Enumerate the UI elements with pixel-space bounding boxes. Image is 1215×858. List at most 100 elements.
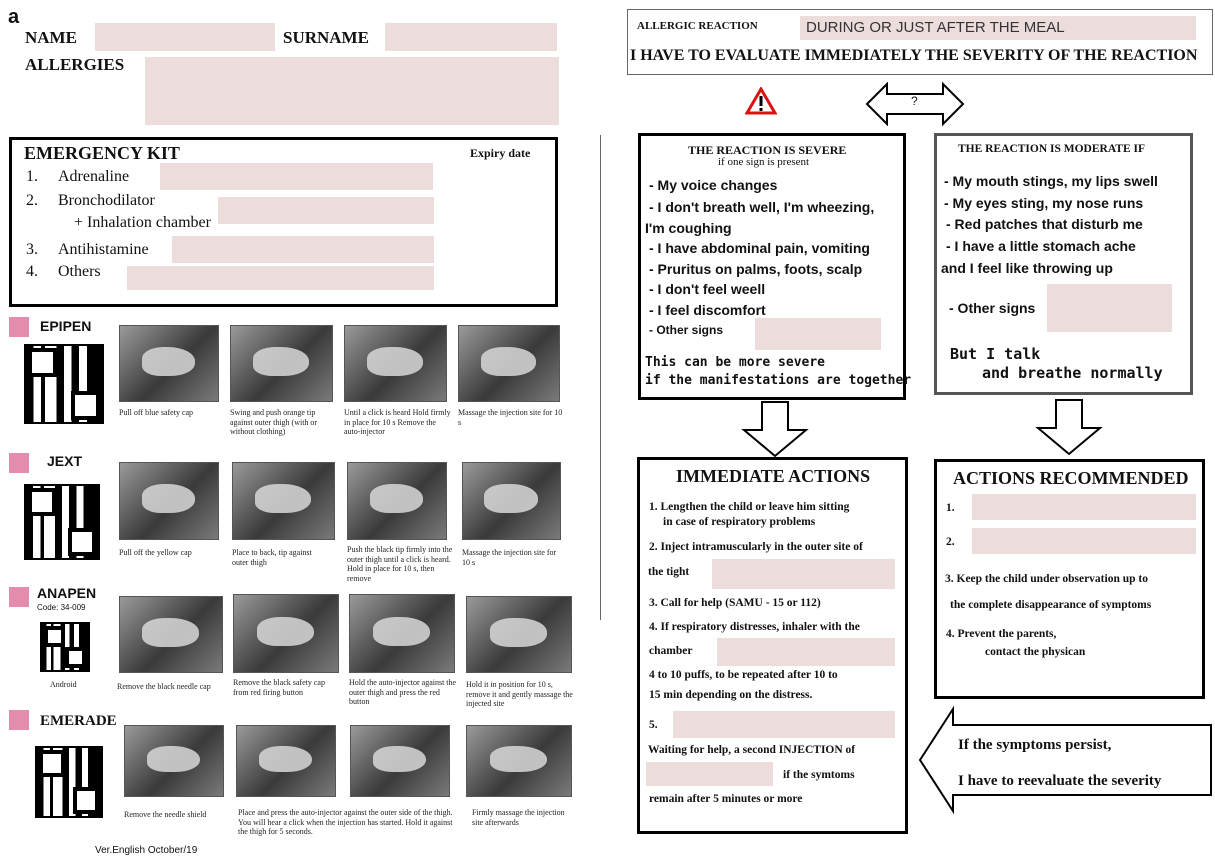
left-arrow-persist (918, 705, 1212, 815)
epipen-checkbox[interactable] (9, 317, 29, 337)
epipen-qr-code (24, 344, 104, 424)
jext-photo-4 (462, 462, 561, 540)
anapen-checkbox[interactable] (9, 587, 29, 607)
epipen-photo-2 (230, 325, 333, 402)
moderate-sign-4b: and I feel like throwing up (941, 260, 1113, 276)
recommended-line-4: 4. Prevent the parents, (946, 628, 1057, 640)
actions-recommended-box (934, 459, 1205, 699)
moderate-other-signs-field[interactable] (1047, 284, 1172, 332)
kit-item-1-label: Adrenaline (58, 168, 130, 185)
recommended-title: ACTIONS RECOMMENDED (953, 468, 1189, 488)
recommended-line-4b: contact the physican (985, 646, 1086, 658)
emerade-qr-code (35, 746, 103, 818)
injection-field[interactable] (712, 559, 895, 589)
others-field[interactable] (127, 266, 434, 290)
name-field[interactable] (95, 23, 275, 51)
expiry-label: Expiry date (470, 146, 531, 160)
persist-line-2: I have to reevaluate the severity (958, 773, 1162, 789)
reaction-timing-value: DURING OR JUST AFTER THE MEAL (806, 19, 1065, 36)
adrenaline-field[interactable] (160, 163, 433, 190)
severe-title: THE REACTION IS SEVERE (688, 143, 847, 157)
version-label: Ver.English October/19 (95, 845, 198, 856)
jext-label: JEXT (47, 453, 83, 469)
recommended-1-field[interactable] (972, 494, 1196, 520)
action-5-field[interactable] (673, 711, 895, 738)
recommended-line-1: 1. (946, 502, 955, 514)
anapen-qr-label: Android (50, 680, 77, 689)
emerade-checkbox[interactable] (9, 710, 29, 730)
moderate-reaction-box (934, 133, 1193, 395)
surname-field[interactable] (385, 23, 557, 51)
immediate-line-6: Waiting for help, a second INJECTION of (648, 744, 856, 756)
jext-checkbox[interactable] (9, 453, 29, 473)
jext-caption-1: Pull off the yellow cap (119, 548, 192, 557)
down-arrow-moderate (1035, 399, 1103, 456)
panel-letter: a (8, 6, 20, 28)
kit-item-1-num: 1. (26, 168, 38, 185)
surname-label: SURNAME (283, 28, 369, 47)
evaluate-title: I HAVE TO EVALUATE IMMEDIATELY THE SEVER… (630, 47, 1198, 64)
second-injection-field[interactable] (646, 762, 773, 786)
kit-item-4-label: Others (58, 263, 101, 280)
severe-note-2: if the manifestations are together (645, 373, 912, 388)
immediate-line-6c: remain after 5 minutes or more (649, 793, 803, 805)
antihistamine-field[interactable] (172, 236, 434, 263)
reaction-timing-field[interactable] (800, 16, 1196, 40)
allergies-field[interactable] (145, 57, 559, 125)
question-mark: ? (911, 94, 918, 108)
immediate-line-2b: the tight (648, 566, 690, 578)
moderate-sign-3: - Red patches that disturb me (946, 216, 1143, 232)
inhaler-field[interactable] (717, 638, 895, 666)
jext-photo-1 (119, 462, 219, 540)
emerade-label: EMERADE (40, 713, 117, 729)
jext-qr-code (24, 484, 100, 560)
down-arrow-severe (741, 401, 809, 458)
immediate-line-4b: chamber (649, 645, 693, 657)
moderate-sign-4: - I have a little stomach ache (946, 238, 1136, 254)
recommended-line-3b: the complete disappearance of symptoms (950, 599, 1152, 611)
emergency-kit-box (9, 137, 558, 307)
immediate-line-5: 5. (649, 719, 658, 731)
anapen-qr-code (40, 622, 90, 672)
immediate-line-3: 3. Call for help (SAMU - 15 or 112) (649, 597, 821, 609)
jext-caption-2: Place to back, tip against outer thigh (232, 548, 312, 567)
panel-divider (600, 135, 601, 620)
severe-subtitle: if one sign is present (718, 156, 810, 168)
epipen-caption-1: Pull off blue safety cap (119, 408, 194, 417)
immediate-line-1: 1. Lengthen the child or leave him sitti… (649, 501, 850, 513)
warning-icon (745, 87, 777, 115)
immediate-actions-box (637, 457, 908, 834)
epipen-caption-3: Until a click is heard Hold firmly in pl… (344, 408, 451, 437)
bronchodilator-field[interactable] (218, 197, 434, 224)
anapen-code: Code: 34-009 (37, 603, 86, 612)
severe-other-signs-field[interactable] (755, 318, 881, 350)
moderate-sign-2: - My eyes sting, my nose runs (944, 195, 1144, 211)
severe-sign-2b: I'm coughing (645, 220, 732, 236)
immediate-line-4c: 4 to 10 puffs, to be repeated after 10 t… (649, 669, 838, 681)
recommended-2-field[interactable] (972, 528, 1196, 554)
immediate-line-2: 2. Inject intramuscularly in the outer s… (649, 541, 863, 553)
immediate-line-6b: if the symtoms (783, 769, 855, 781)
kit-item-4-num: 4. (26, 263, 38, 280)
severe-sign-5: - I don't feel weell (649, 281, 766, 297)
anapen-caption-3: Hold the auto-injector against the outer… (349, 678, 457, 707)
jext-caption-4: Massage the injection site for 10 s (462, 548, 557, 567)
severe-sign-4: - Pruritus on palms, foots, scalp (649, 261, 863, 277)
moderate-sign-5: - Other signs (949, 300, 1036, 316)
epipen-label: EPIPEN (40, 318, 92, 334)
anapen-photo-3 (349, 594, 455, 673)
emerade-photo-3 (350, 725, 450, 797)
emerade-caption-2: Place and press the auto-injector agains… (238, 808, 453, 837)
anapen-caption-4: Hold it in position for 10 s, remove it … (466, 680, 573, 709)
emerade-caption-1: Remove the needle shield (124, 810, 207, 819)
allergic-reaction-label: ALLERGIC REACTION (637, 20, 758, 32)
kit-item-2b-label: + Inhalation chamber (74, 214, 211, 231)
anapen-caption-2: Remove the black safety cap from red fir… (233, 678, 325, 697)
emerade-photo-1 (124, 725, 224, 797)
immediate-title: IMMEDIATE ACTIONS (676, 466, 871, 486)
emerade-caption-3: Firmly massage the injection site afterw… (472, 808, 565, 827)
anapen-photo-4 (466, 596, 572, 673)
name-label: NAME (25, 28, 77, 47)
recommended-line-2: 2. (946, 536, 955, 548)
emerade-photo-2 (236, 725, 336, 797)
